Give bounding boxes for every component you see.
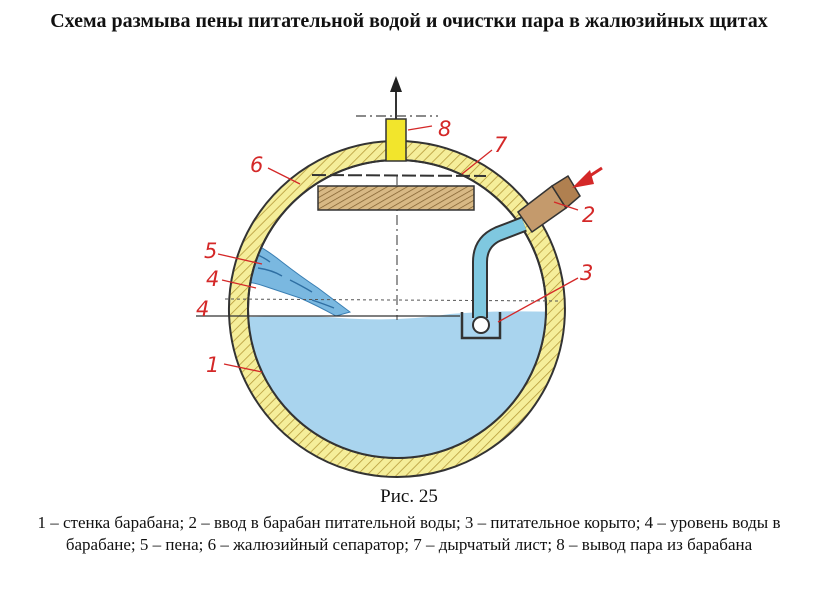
diagram-title: Схема размыва пены питательной водой и о… <box>50 10 768 32</box>
perforated-sheet <box>311 174 487 177</box>
leader-6 <box>267 167 301 185</box>
steam-arrow <box>390 76 402 92</box>
leader-4 <box>221 279 257 289</box>
foam <box>248 239 352 317</box>
label-3: 3 <box>580 261 593 285</box>
figure-caption: Рис. 25 <box>380 486 438 507</box>
leader-2 <box>553 201 579 211</box>
label-2: 2 <box>582 203 595 227</box>
label-1: 1 <box>206 353 219 377</box>
leader-1 <box>223 363 263 373</box>
figure-legend: 1 – стенка барабана; 2 – ввод в барабан … <box>37 513 781 554</box>
drum-diagram: 1 2 3 4 4 5 6 7 8 <box>196 76 603 478</box>
feed-trough <box>460 312 502 340</box>
label-7: 7 <box>494 133 508 157</box>
label-6: 6 <box>250 153 263 177</box>
louver-separator <box>317 185 475 211</box>
feed-inlet <box>516 174 581 234</box>
label-8: 8 <box>438 117 451 141</box>
label-4: 4 <box>206 267 219 291</box>
leader-5 <box>217 253 263 265</box>
label-5: 5 <box>204 239 217 263</box>
feed-arrow <box>572 170 594 188</box>
leader-3 <box>497 277 579 323</box>
leader-7 <box>461 149 493 175</box>
leader-8 <box>407 125 433 131</box>
steam-outlet <box>385 118 407 162</box>
label-4-mark: 4 <box>196 297 209 321</box>
trough-nozzle <box>472 316 490 334</box>
upper-level-line <box>224 298 561 302</box>
water-body <box>248 311 546 458</box>
